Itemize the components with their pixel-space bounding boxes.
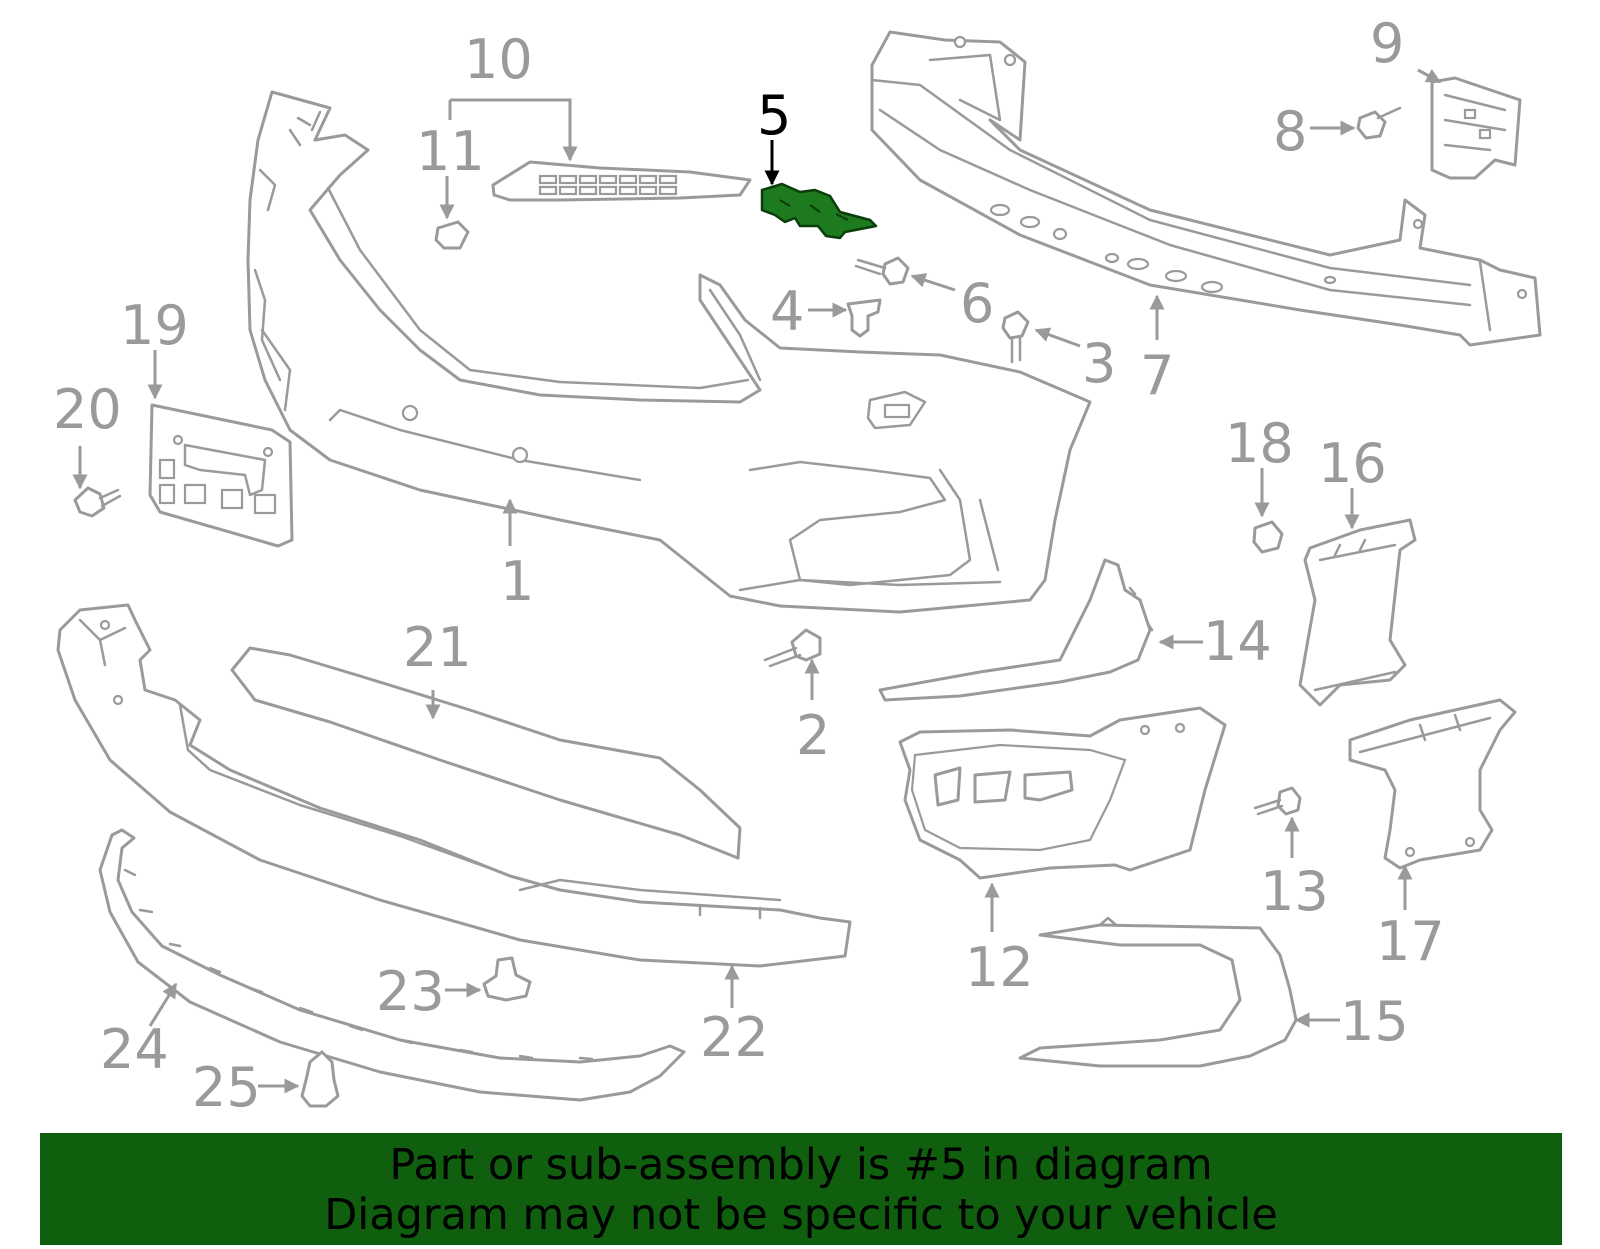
callout-4: 4 [770, 280, 804, 343]
callout-11: 11 [416, 120, 485, 183]
bolt [1001, 310, 1030, 364]
banner-line-2: Diagram may not be specific to your vehi… [324, 1190, 1278, 1240]
callout-15: 15 [1340, 990, 1409, 1053]
license-plate-bracket [148, 403, 294, 548]
callout-20: 20 [53, 378, 122, 441]
bumper-bracket [1430, 76, 1522, 180]
callout-22: 22 [700, 1006, 769, 1069]
lower-trim-bezel [1018, 916, 1298, 1068]
bolt [854, 256, 910, 286]
callout-19: 19 [120, 294, 189, 357]
bolt [1356, 106, 1402, 140]
screw [73, 486, 122, 518]
callout-10: 10 [464, 28, 533, 91]
fog-lamp-grille [898, 706, 1227, 880]
callout-6: 6 [960, 272, 994, 335]
bolt [1253, 786, 1302, 816]
callout-21: 21 [403, 616, 472, 679]
clip [434, 220, 470, 250]
screw [763, 628, 822, 668]
side-bracket [1298, 518, 1417, 707]
clip [300, 1050, 340, 1108]
lower-molding-strip [98, 828, 686, 1102]
clip [482, 956, 532, 1002]
callout-25: 25 [192, 1056, 261, 1119]
callout-13: 13 [1260, 860, 1329, 923]
lower-grille [230, 646, 742, 860]
callout-1: 1 [500, 550, 534, 613]
callout-24: 24 [100, 1018, 169, 1081]
upper-support-bracket [491, 160, 752, 202]
info-banner: Part or sub-assembly is #5 in diagram Di… [40, 1133, 1562, 1245]
callout-17: 17 [1376, 910, 1445, 973]
leader-lines [72, 68, 1442, 1094]
trim-strip [878, 558, 1154, 702]
callout-3: 3 [1082, 332, 1116, 395]
clip [1252, 520, 1284, 554]
callout-12: 12 [965, 936, 1034, 999]
lower-valance [56, 603, 852, 968]
callout-14: 14 [1203, 610, 1272, 673]
bumper-reinforcement-beam [870, 30, 1542, 347]
callout-2: 2 [796, 704, 830, 767]
clip [846, 298, 882, 338]
callout-8: 8 [1273, 100, 1307, 163]
highlighted-part-5-bracket [760, 182, 878, 240]
callout-7: 7 [1140, 344, 1174, 407]
banner-line-1: Part or sub-assembly is #5 in diagram [389, 1140, 1213, 1190]
callout-5: 5 [757, 84, 791, 147]
side-bracket [1348, 698, 1517, 870]
callout-18: 18 [1225, 412, 1294, 475]
callout-16: 16 [1318, 432, 1387, 495]
bumper-cover [246, 90, 1092, 614]
callout-23: 23 [376, 960, 445, 1023]
callout-9: 9 [1370, 12, 1404, 75]
callout-numbers: 1 2 3 4 5 6 7 8 9 10 11 12 13 14 15 16 1… [53, 12, 1445, 1119]
